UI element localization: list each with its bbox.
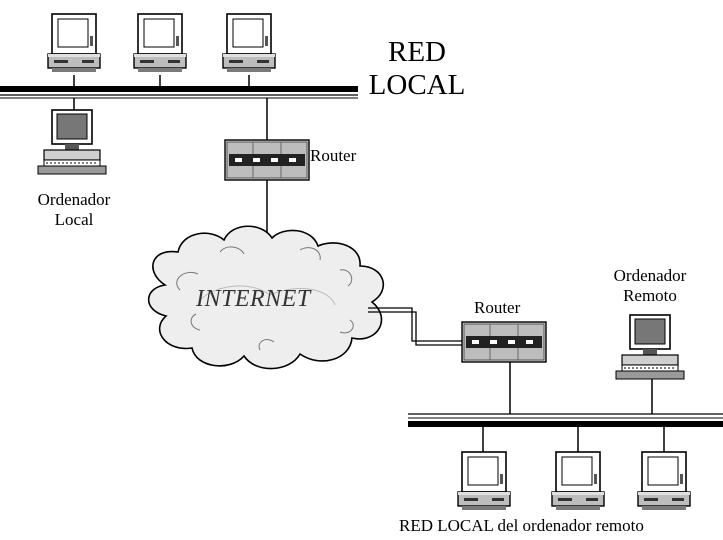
top-router-label: Router xyxy=(310,146,357,165)
local-pc-label-line-1: Ordenador xyxy=(37,190,111,209)
top-pc-1-icon xyxy=(47,13,101,73)
title-line-1: RED xyxy=(388,36,446,68)
top-pc-3-icon xyxy=(222,13,276,73)
top-pc-2-icon xyxy=(133,13,187,73)
local-pc-label-line-2: Local xyxy=(54,209,94,229)
remote-pc-label-line-2: Remoto xyxy=(623,285,677,305)
top-network-bus xyxy=(0,86,358,99)
local-pc-label: Ordenador Local xyxy=(14,190,134,229)
remote-network-label: RED LOCAL del ordenador remoto xyxy=(399,516,644,535)
top-bus-drops xyxy=(73,75,268,140)
local-workstation-icon xyxy=(37,109,107,175)
remote-pc-label-line-1: Ordenador xyxy=(613,266,687,285)
remote-pc-1-icon xyxy=(457,451,511,511)
bottom-router-label: Router xyxy=(474,298,521,317)
internet-to-router-link xyxy=(368,307,462,346)
remote-workstation-icon xyxy=(615,314,685,380)
top-router-icon xyxy=(224,139,310,181)
internet-cloud-icon xyxy=(147,225,384,370)
remote-pc-2-icon xyxy=(551,451,605,511)
bottom-bus-drops xyxy=(482,427,665,452)
internet-label: INTERNET xyxy=(196,286,311,312)
remote-pc-label: Ordenador Remoto xyxy=(590,266,710,305)
bottom-router-icon xyxy=(461,321,547,363)
red-local-title: RED LOCAL xyxy=(352,36,482,103)
bottom-network-bus xyxy=(408,413,723,427)
title-line-2: LOCAL xyxy=(368,69,466,102)
remote-pc-3-icon xyxy=(637,451,691,511)
